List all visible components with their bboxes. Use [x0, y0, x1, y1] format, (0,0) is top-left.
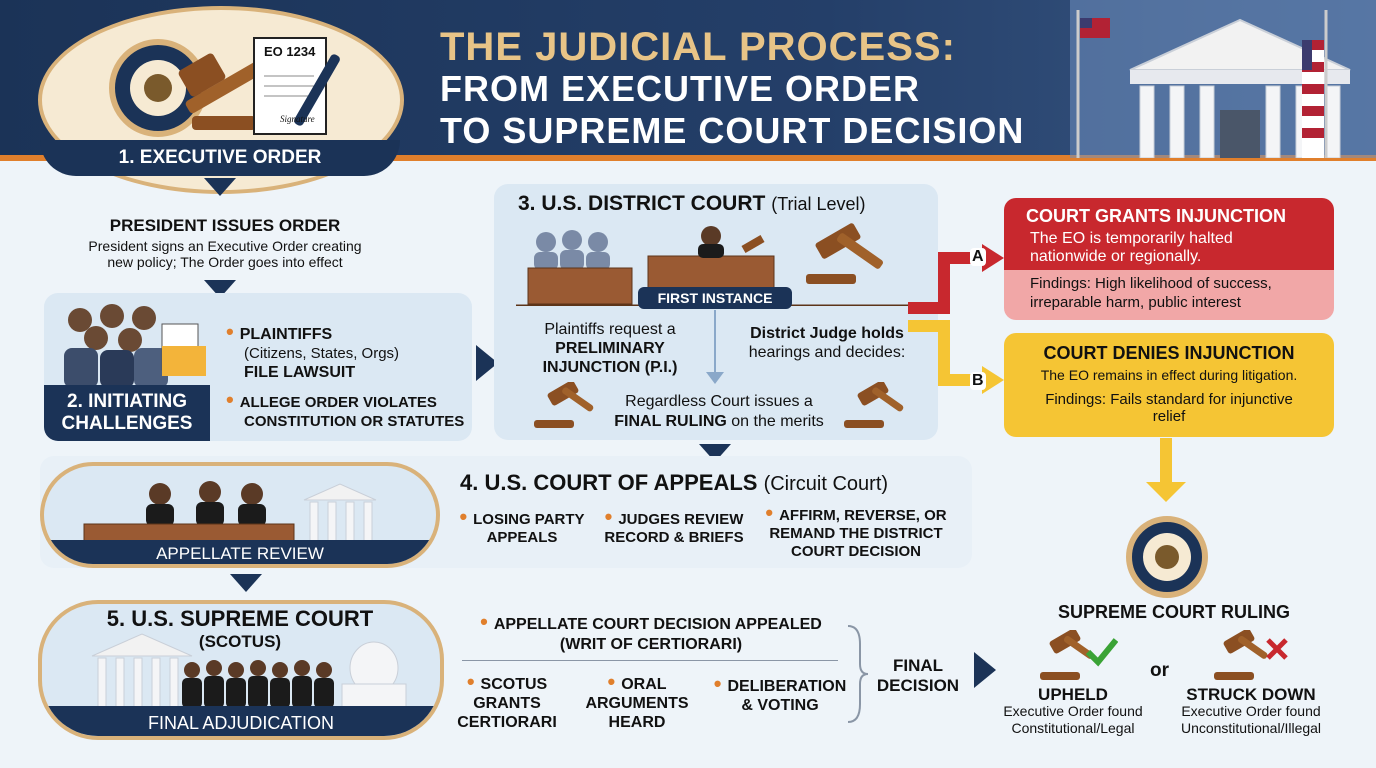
- step5-item1-line3: CERTIORARI: [457, 714, 557, 731]
- gavel-icon: [534, 382, 594, 428]
- title-line-1: THE JUDICIAL PROCESS:: [440, 25, 956, 69]
- step4-title-main: 4. U.S. COURT OF APPEALS: [460, 470, 758, 495]
- gavel-check-icon: [1040, 630, 1118, 680]
- connector-line: [714, 310, 716, 374]
- step5-top-line1: APPELLATE COURT DECISION APPEALED: [456, 612, 846, 635]
- step5-final-line2: DECISION: [876, 676, 960, 695]
- connector-line: [1160, 438, 1172, 486]
- step4-title: 4. U.S. COURT OF APPEALS (Circuit Court): [460, 470, 888, 496]
- arrow-right-icon: [476, 345, 498, 381]
- step5-title-line1: 5. U.S. SUPREME COURT: [106, 606, 374, 631]
- step1-desc-line1: President signs an Executive Order creat…: [88, 238, 362, 254]
- step5-item1-line2: GRANTS: [473, 695, 541, 712]
- outcome-a-title: COURT GRANTS INJUNCTION: [1026, 206, 1286, 226]
- step3-final-ruling: FINAL RULING: [614, 413, 727, 430]
- plaintiffs-group-icon: [64, 304, 206, 388]
- gavel-icon: [844, 382, 904, 428]
- arrow-right-icon: [974, 652, 996, 688]
- header-stripe: [0, 155, 1376, 161]
- branch-marker-b: B: [970, 372, 986, 390]
- ruling-upheld-title: UPHELD: [1038, 685, 1108, 704]
- step5-item3-line2: & VOTING: [741, 697, 819, 714]
- step4-title-sub: (Circuit Court): [763, 473, 889, 495]
- outcome-b-findings2: relief: [1152, 408, 1186, 425]
- step4-item1-line1: LOSING PARTY: [452, 508, 592, 529]
- step5-item1-line1: SCOTUS: [452, 672, 562, 694]
- outcome-b-title: COURT DENIES INJUNCTION: [1043, 343, 1295, 363]
- step5-item2-line2: ARGUMENTS: [585, 695, 689, 712]
- step3-right-line2: hearings and decides:: [748, 344, 906, 361]
- divider: [462, 660, 838, 661]
- step5-top-line2: (WRIT OF CERTIORARI): [559, 636, 743, 653]
- arrow-down-icon: [204, 178, 236, 196]
- step5-title-line2: (SCOTUS): [198, 632, 282, 651]
- step3-title: 3. U.S. DISTRICT COURT (Trial Level): [518, 192, 866, 216]
- page-title: THE JUDICIAL PROCESS: FROM EXECUTIVE ORD…: [440, 26, 1060, 152]
- outcome-a-findings2: irreparable harm, public interest: [1030, 294, 1241, 311]
- outcome-a-findings1: Findings: High likelihood of success,: [1030, 275, 1272, 292]
- step3-left-line3: INJUNCTION (P.I.): [542, 359, 678, 376]
- outcome-grants-injunction: COURT GRANTS INJUNCTION The EO is tempor…: [1004, 198, 1334, 320]
- outcome-b-findings1: Findings: Fails standard for injunctive: [1045, 391, 1293, 408]
- step3-title-sub: (Trial Level): [771, 194, 866, 214]
- step2-item2-line2: CONSTITUTION OR STATUTES: [244, 413, 465, 430]
- step2-item1-action: FILE LAWSUIT: [244, 364, 356, 381]
- outcome-b-line1: The EO remains in effect during litigati…: [1040, 367, 1298, 383]
- branch-arrows: [908, 244, 1004, 394]
- step3-bottom-line1: Regardless Court issues a: [625, 393, 813, 410]
- branch-marker-a: A: [970, 248, 986, 266]
- step2-item2-line1: ALLEGE ORDER VIOLATES: [226, 390, 472, 412]
- step4-item2-line1: JUDGES REVIEW: [594, 508, 754, 529]
- arrow-down-icon: [230, 574, 262, 592]
- step2-badge-line1: 2. INITIATING: [67, 391, 187, 412]
- step1-heading: PRESIDENT ISSUES ORDER: [109, 216, 341, 235]
- arrow-down-icon: [1146, 482, 1186, 502]
- ruling-title: SUPREME COURT RULING: [1057, 602, 1290, 622]
- courthouse-icon: [1070, 0, 1376, 158]
- step2-badge: 2. INITIATING CHALLENGES: [44, 385, 210, 441]
- step4-badge: APPELLATE REVIEW: [44, 540, 436, 564]
- step3-title-main: 3. U.S. DISTRICT COURT: [518, 192, 766, 215]
- step4-item3-line2: REMAND THE DISTRICT: [769, 525, 943, 542]
- gavel-x-icon: [1214, 630, 1288, 680]
- first-instance-badge: FIRST INSTANCE: [638, 287, 792, 309]
- step5-badge: FINAL ADJUDICATION: [42, 706, 440, 736]
- title-line-3: TO SUPREME COURT DECISION: [440, 110, 1025, 151]
- step3-right-line1: District Judge holds: [750, 325, 904, 342]
- arrow-down-icon: [706, 372, 724, 384]
- step5-item3-line1: DELIBERATION: [708, 674, 852, 696]
- step2-badge-line2: CHALLENGES: [61, 413, 193, 434]
- ruling-or: or: [1150, 660, 1169, 681]
- outcome-denies-injunction: COURT DENIES INJUNCTION The EO remains i…: [1004, 333, 1334, 437]
- step4-item2-line2: RECORD & BRIEFS: [604, 529, 744, 546]
- step2-item1-sub: (Citizens, States, Orgs): [244, 345, 400, 362]
- step1-badge: 1. EXECUTIVE ORDER: [40, 140, 400, 176]
- ruling-struck-title: STRUCK DOWN: [1186, 685, 1316, 704]
- signature-text: Signature: [280, 114, 315, 124]
- step4-item3-line1: AFFIRM, REVERSE, OR: [756, 504, 956, 525]
- ruling-upheld-line2: Constitutional/Legal: [1011, 720, 1135, 736]
- step4-item1-line2: APPEALS: [486, 529, 558, 546]
- bracket-icon: [847, 625, 869, 723]
- ruling-struck-line1: Executive Order found: [1181, 703, 1321, 719]
- step5-item2-line3: HEARD: [608, 714, 666, 731]
- step5-item2-line1: ORAL: [574, 672, 700, 694]
- outcome-a-line1: The EO is temporarily halted: [1030, 230, 1233, 247]
- step3-left-line2: PRELIMINARY: [555, 340, 665, 357]
- step5-illustration: FINAL ADJUDICATION: [38, 600, 444, 740]
- step2-item1-title: PLAINTIFFS: [226, 322, 472, 344]
- eo-document-label: EO 1234: [264, 44, 316, 59]
- step3-left-line1: Plaintiffs request a: [544, 321, 676, 338]
- step3-bottom-rest: on the merits: [731, 413, 824, 430]
- title-line-2: FROM EXECUTIVE ORDER: [440, 68, 921, 109]
- step1-desc-line2: new policy; The Order goes into effect: [107, 254, 343, 270]
- ruling-struck-line2: Unconstitutional/Illegal: [1180, 720, 1322, 736]
- outcome-a-line2: nationwide or regionally.: [1030, 248, 1202, 265]
- step4-illustration: APPELLATE REVIEW: [40, 462, 440, 568]
- ruling-upheld-line1: Executive Order found: [1003, 703, 1143, 719]
- step4-item3-line3: COURT DECISION: [790, 543, 921, 560]
- presidential-seal-icon: [1126, 516, 1208, 598]
- step5-final-line1: FINAL: [892, 656, 944, 675]
